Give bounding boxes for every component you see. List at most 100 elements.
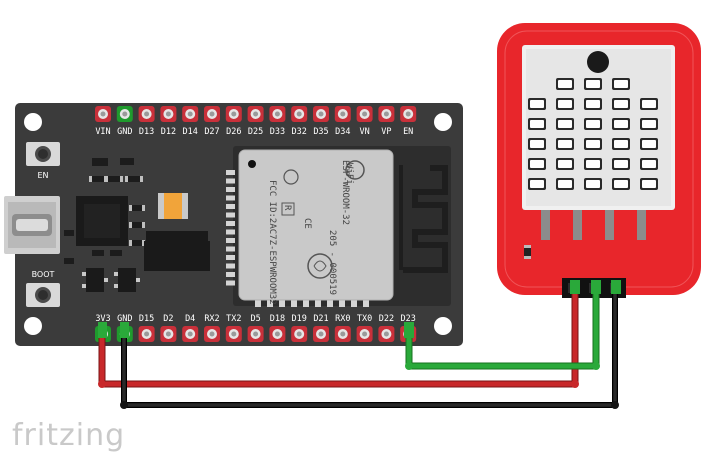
bottom-pin-d18[interactable] <box>269 326 286 342</box>
bottom-pin-tx2[interactable] <box>225 326 242 342</box>
bottom-pin-d4[interactable] <box>182 326 199 342</box>
top-pin-label: VP <box>381 127 391 137</box>
svg-text:CE: CE <box>302 218 312 229</box>
bluetooth-logo <box>307 253 333 279</box>
top-pin-label: D33 <box>270 127 285 137</box>
bottom-header: 3V3 GND D15 D2 D4 RX2 TX2 D5 D18 D19 D21 RX0 TX0 D22 D… <box>95 314 417 342</box>
bottom-pin-label: RX0 <box>335 314 350 324</box>
top-pin-d32[interactable] <box>291 106 308 122</box>
mount-hole <box>434 113 452 131</box>
top-pin-label: D14 <box>183 127 198 137</box>
bottom-pin-rx0[interactable] <box>334 326 351 342</box>
boot-button-label: BOOT <box>32 270 55 279</box>
top-pin-label: D35 <box>313 127 328 137</box>
pullup-resistor <box>524 245 531 259</box>
r-mark: R <box>281 202 295 216</box>
bottom-pin-label: D4 <box>185 314 195 324</box>
usb-uart-chip <box>76 196 128 246</box>
svg-text:ESP-WROOM-32: ESP-WROOM-32 <box>340 160 350 225</box>
top-pin-en[interactable] <box>400 106 417 122</box>
bottom-pin-label: D18 <box>270 314 285 324</box>
boot-button[interactable] <box>26 283 60 307</box>
bottom-pin-label: D23 <box>401 314 416 324</box>
top-pin-label: D25 <box>248 127 263 137</box>
top-pin-vin[interactable] <box>95 106 111 122</box>
bottom-pin-label: TX0 <box>357 314 372 324</box>
top-pin-label: VIN <box>95 127 110 137</box>
top-pin-vp[interactable] <box>378 106 395 122</box>
module-marking-name: ESP-WROOM-32 <box>340 160 350 225</box>
bottom-pin-d5[interactable] <box>247 326 264 342</box>
top-pin-d35[interactable] <box>313 106 329 122</box>
top-pin-vn[interactable] <box>356 106 373 122</box>
bottom-pin-d2[interactable] <box>160 326 177 342</box>
bottom-pin-label: 3V3 <box>95 314 110 324</box>
wire-red-vcc-core <box>99 287 578 387</box>
capacitor-pads <box>89 176 145 246</box>
top-pin-label: VN <box>359 127 369 137</box>
bottom-pin-tx0[interactable] <box>356 326 373 342</box>
bottom-pin-label: D5 <box>250 314 260 324</box>
wire-green-data-core <box>406 287 599 369</box>
top-pin-d33[interactable] <box>269 106 286 122</box>
top-pin-d12[interactable] <box>160 106 177 122</box>
svg-text:R: R <box>282 205 292 211</box>
usb-connector <box>4 196 60 254</box>
bottom-pin-label: RX2 <box>204 314 219 324</box>
mount-hole <box>24 113 42 131</box>
rf-shield <box>238 149 394 301</box>
top-pin-label: D13 <box>139 127 154 137</box>
top-pin-d14[interactable] <box>182 106 199 122</box>
transistor-legs <box>82 272 140 288</box>
top-pin-label: GND <box>117 127 132 137</box>
bottom-pin-rx2[interactable] <box>204 326 220 342</box>
recycle-logo <box>283 169 299 185</box>
bottom-pin-label: TX2 <box>226 314 241 324</box>
svg-text:FCC ID:2AC7Z-ESPWROOM32: FCC ID:2AC7Z-ESPWROOM32 <box>267 180 277 305</box>
top-pin-label: D12 <box>161 127 176 137</box>
fritzing-logo: fritzing <box>12 418 125 453</box>
sensor-mount-hole <box>587 51 609 73</box>
bottom-pin-d22[interactable] <box>378 326 395 342</box>
en-button-label: EN <box>37 171 48 180</box>
svg-text:WiFi: WiFi <box>344 163 354 185</box>
sensor-grille <box>528 78 658 190</box>
esp32-board: VIN GND D13 D12 D14 D27 D26 D25 D33 D32 D35 D34 VN VP… <box>4 103 463 346</box>
bottom-pin-label: D22 <box>379 314 394 324</box>
bottom-pin-d21[interactable] <box>313 326 329 342</box>
top-pin-label: D27 <box>204 127 219 137</box>
top-header: VIN GND D13 D12 D14 D27 D26 D25 D33 D32 D35 D34 VN VP… <box>95 106 417 137</box>
bottom-pin-label: GND <box>117 314 132 324</box>
wires <box>98 280 621 409</box>
bottom-pin-d15[interactable] <box>138 326 155 342</box>
top-pin-label: D32 <box>292 127 307 137</box>
top-pin-d25[interactable] <box>247 106 264 122</box>
bottom-pin-label: D15 <box>139 314 154 324</box>
bottom-pin-label: D19 <box>292 314 307 324</box>
ce-mark: CE <box>302 218 312 229</box>
tantalum-capacitor <box>158 193 188 219</box>
sensor-legs <box>541 210 646 240</box>
pcb-antenna <box>403 165 448 273</box>
bottom-pin-label: D2 <box>163 314 173 324</box>
mount-hole <box>434 317 452 335</box>
top-pin-d13[interactable] <box>138 106 155 122</box>
top-pin-d34[interactable] <box>334 106 351 122</box>
en-button[interactable] <box>26 142 60 166</box>
top-pin-label: EN <box>403 127 413 137</box>
top-pin-d27[interactable] <box>204 106 220 122</box>
smd-components <box>64 158 142 264</box>
module-marking: FCC ID:2AC7Z-ESPWROOM32 <box>267 180 277 305</box>
top-pin-gnd[interactable] <box>116 106 133 122</box>
mount-hole <box>24 317 42 335</box>
top-pin-label: D34 <box>335 127 350 137</box>
transistors <box>86 268 136 292</box>
esp-wroom-module <box>226 146 451 307</box>
bottom-pin-label: D21 <box>313 314 328 324</box>
bottom-pin-d19[interactable] <box>291 326 308 342</box>
dht-sensor-module <box>497 23 701 298</box>
voltage-regulator <box>144 231 210 271</box>
top-pin-d26[interactable] <box>225 106 242 122</box>
top-pin-label: D26 <box>226 127 241 137</box>
